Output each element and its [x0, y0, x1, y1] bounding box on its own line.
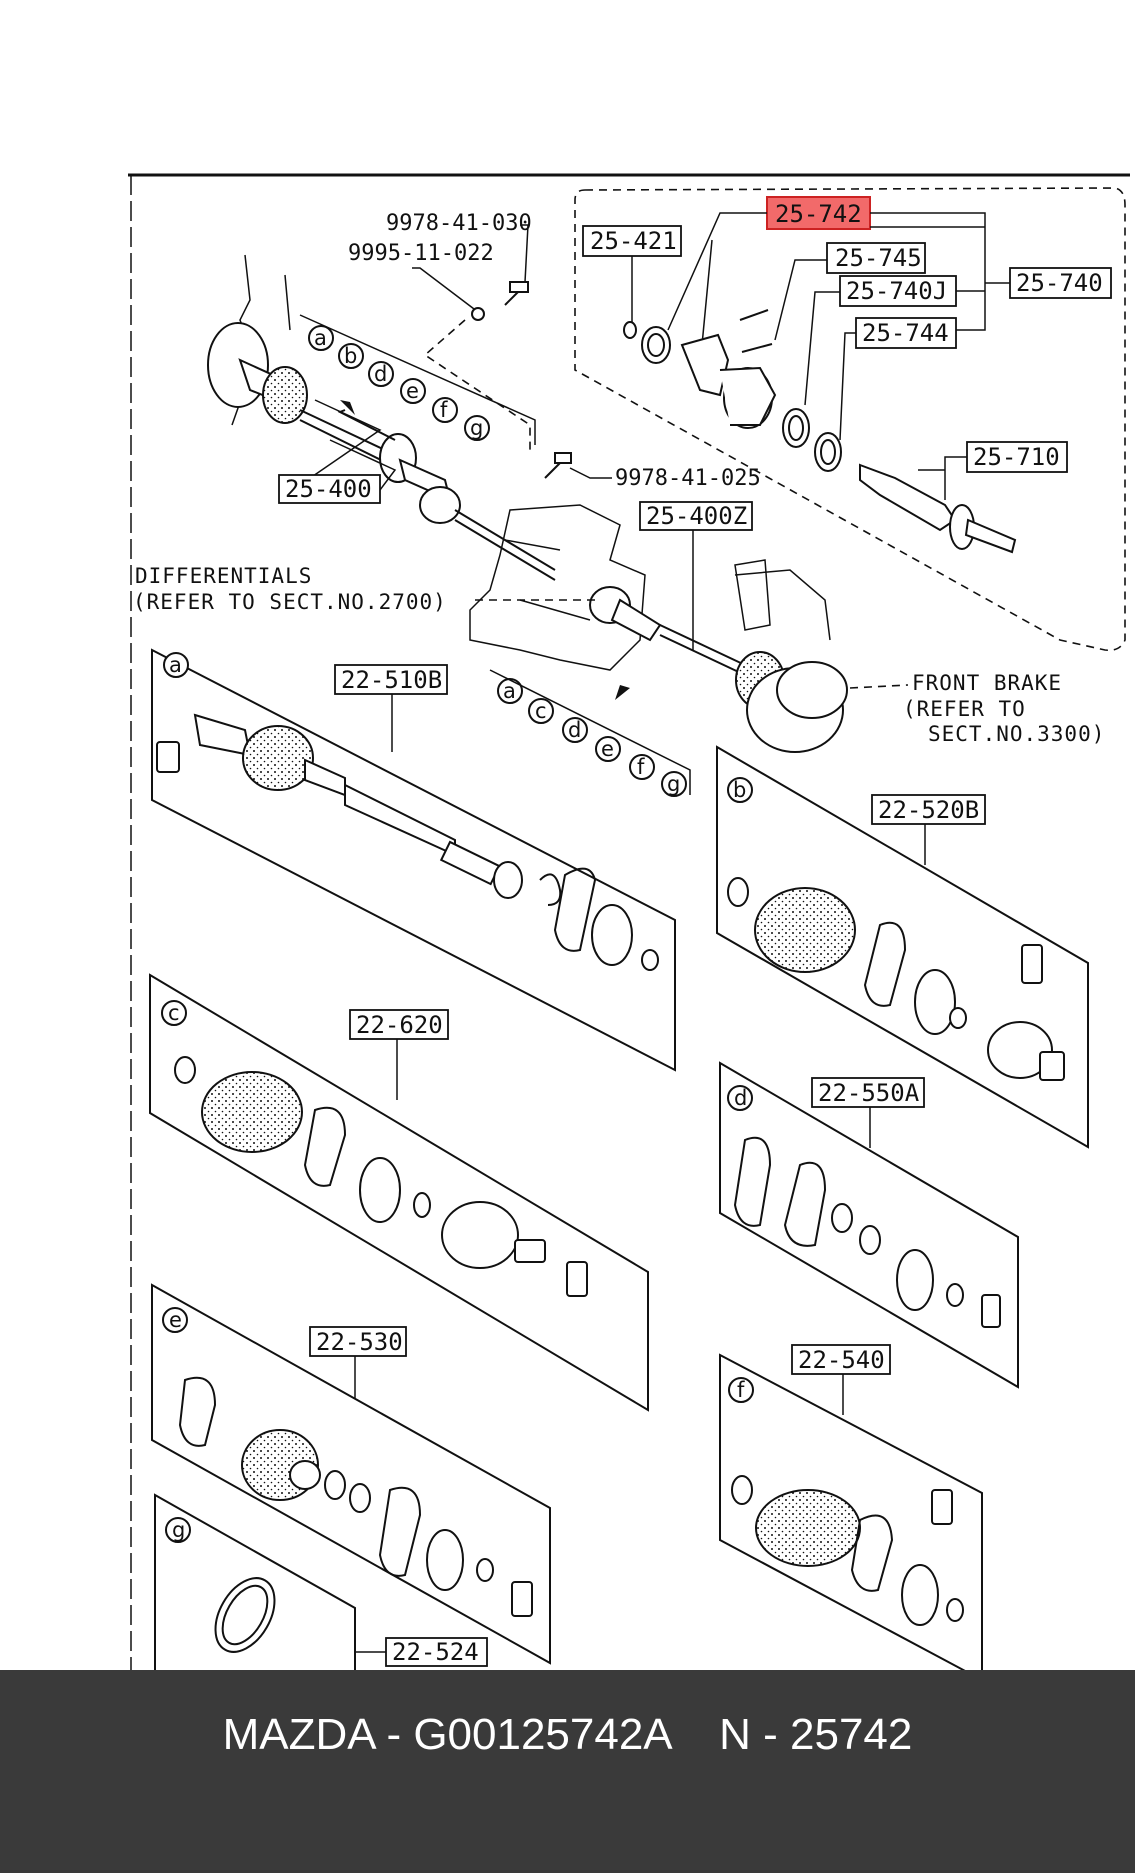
svg-text:DIFFERENTIALS: DIFFERENTIALS	[135, 564, 312, 588]
svg-text:25-740J: 25-740J	[846, 277, 947, 305]
svg-text:f: f	[737, 1378, 745, 1402]
svg-text:(REFER TO SECT.NO.2700): (REFER TO SECT.NO.2700)	[133, 590, 447, 614]
svg-text:d: d	[568, 718, 581, 742]
differentials-note: DIFFERENTIALS (REFER TO SECT.NO.2700)	[133, 564, 447, 614]
svg-text:9978-41-025: 9978-41-025	[615, 466, 761, 491]
bolt-9978-41-030[interactable]: 9978-41-030	[386, 211, 532, 236]
svg-text:g: g	[667, 772, 680, 796]
callout-22-530[interactable]: 22-530	[309, 1326, 407, 1357]
panel-e: e 22-530	[151, 1283, 551, 1665]
svg-text:d: d	[374, 362, 387, 386]
svg-text:g: g	[172, 1518, 185, 1542]
svg-text:25-740: 25-740	[1016, 269, 1103, 297]
letter-circles-top: a b d e f g	[299, 314, 536, 445]
svg-text:g: g	[470, 416, 483, 440]
svg-text:FRONT BRAKE: FRONT BRAKE	[912, 671, 1062, 695]
svg-text:a: a	[314, 326, 327, 350]
svg-text:25-400Z: 25-400Z	[646, 502, 747, 530]
svg-text:b: b	[733, 778, 746, 802]
callout-22-550A[interactable]: 22-550A	[811, 1077, 925, 1108]
svg-text:25-745: 25-745	[835, 244, 922, 272]
callout-25-745[interactable]: 25-745	[826, 242, 926, 274]
panel-c: c 22-620	[149, 973, 649, 1412]
panel-g: g 22-524	[154, 1493, 488, 1686]
svg-text:e: e	[406, 379, 419, 403]
footer-bar: MAZDA - G00125742A N - 25742	[0, 1670, 1135, 1873]
callout-25-421[interactable]: 25-421	[582, 225, 682, 257]
part-number-caption: MAZDA - G00125742A N - 25742	[222, 1710, 913, 1759]
callout-25-742[interactable]: 25-742	[766, 196, 871, 230]
panel-d: d 22-550A	[719, 1061, 1019, 1389]
panel-a: a 22-510B	[151, 648, 676, 1072]
svg-text:22-540: 22-540	[798, 1346, 885, 1374]
callout-25-400[interactable]: 25-400	[278, 474, 381, 504]
callout-25-740J[interactable]: 25-740J	[839, 275, 957, 307]
panel-b: b 22-520B	[716, 745, 1089, 1149]
svg-text:22-620: 22-620	[356, 1011, 443, 1039]
callout-22-524[interactable]: 22-524	[385, 1637, 488, 1667]
svg-text:22-530: 22-530	[316, 1328, 403, 1356]
svg-text:9995-11-022: 9995-11-022	[348, 241, 494, 266]
svg-text:22-524: 22-524	[392, 1638, 479, 1666]
svg-text:22-550A: 22-550A	[818, 1079, 920, 1107]
bolt-9978-41-025[interactable]: 9978-41-025	[615, 466, 761, 491]
letter-circles-bottom: a c d e f g	[489, 669, 691, 797]
callout-22-540[interactable]: 22-540	[791, 1344, 891, 1375]
svg-text:22-510B: 22-510B	[341, 666, 442, 694]
panel-f: f 22-540	[719, 1344, 983, 1682]
svg-text:f: f	[637, 755, 645, 779]
svg-text:e: e	[601, 737, 614, 761]
svg-text:25-421: 25-421	[590, 227, 677, 255]
callout-22-520B[interactable]: 22-520B	[871, 794, 986, 825]
svg-text:b: b	[344, 344, 357, 368]
svg-text:SECT.NO.3300): SECT.NO.3300)	[928, 722, 1105, 746]
svg-text:a: a	[169, 653, 182, 677]
callout-22-620[interactable]: 22-620	[349, 1009, 449, 1040]
svg-text:25-710: 25-710	[973, 443, 1060, 471]
svg-text:9978-41-030: 9978-41-030	[386, 211, 532, 236]
svg-text:(REFER TO: (REFER TO	[903, 697, 1026, 721]
callout-25-400Z[interactable]: 25-400Z	[639, 501, 753, 531]
svg-text:a: a	[503, 679, 516, 703]
svg-text:22-520B: 22-520B	[878, 796, 979, 824]
svg-text:25-744: 25-744	[862, 319, 949, 347]
svg-text:25-742: 25-742	[775, 200, 862, 228]
svg-text:c: c	[535, 699, 547, 723]
svg-text:c: c	[168, 1001, 180, 1025]
bearing-group-outline	[574, 187, 1126, 652]
svg-text:d: d	[734, 1086, 747, 1110]
bolt-9995-11-022[interactable]: 9995-11-022	[348, 241, 494, 266]
callout-25-710[interactable]: 25-710	[966, 441, 1068, 473]
svg-text:f: f	[440, 398, 448, 422]
front-brake-note: FRONT BRAKE (REFER TO SECT.NO.3300)	[903, 671, 1105, 746]
callout-25-744[interactable]: 25-744	[855, 317, 957, 349]
svg-text:25-400: 25-400	[285, 475, 372, 503]
callout-25-740[interactable]: 25-740	[1009, 267, 1112, 299]
callout-22-510B[interactable]: 22-510B	[334, 664, 448, 695]
svg-text:e: e	[169, 1308, 182, 1332]
